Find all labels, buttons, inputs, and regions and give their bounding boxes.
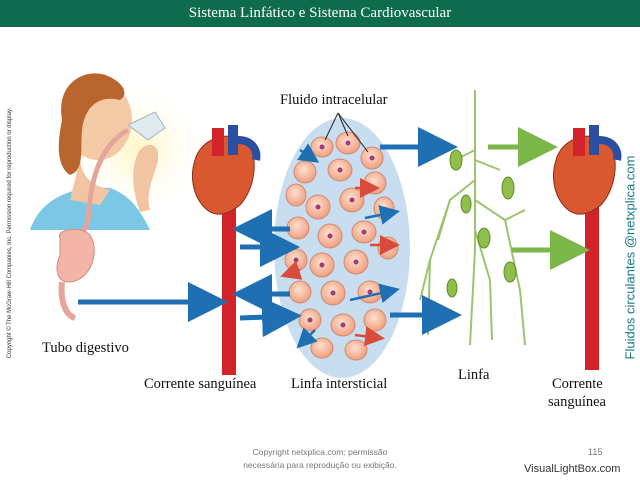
left-blood-vessel (222, 205, 236, 375)
woman-drinking-illustration (30, 73, 210, 230)
label-lymph: Linfa (458, 367, 490, 383)
label-bloodstream-right-1: Corrente (552, 376, 603, 392)
side-copyright-text: Copyright © The McGraw-Hill Companies, I… (7, 107, 13, 359)
side-watermark-text: Fluidos circulantes @netxplica.com (622, 155, 638, 360)
label-bloodstream-right-2: sanguínea (548, 394, 606, 410)
title-bar: Sistema Linfático e Sistema Cardiovascul… (0, 0, 640, 27)
flow-arrows (78, 127, 590, 338)
digestive-tract-illustration (56, 127, 130, 321)
footer-copyright: Copyright netxplica.com: permissão neces… (210, 446, 430, 472)
page-number: 115 (588, 447, 603, 457)
right-blood-vessel (585, 205, 599, 370)
diagram (30, 73, 622, 378)
intracellular-pointer-lines (324, 112, 369, 153)
label-digestive-tube: Tubo digestivo (42, 340, 129, 356)
label-interstitial-lymph: Linfa intersticial (291, 376, 388, 392)
lymph-vessels-illustration (419, 90, 526, 346)
label-intracellular-fluid: Fluido intracelular (280, 92, 388, 108)
interstitial-fluid-oval (274, 118, 410, 378)
right-heart-illustration (553, 125, 622, 215)
label-bloodstream-left: Corrente sanguínea (144, 376, 257, 392)
brand-link[interactable]: VisualLightBox.com (524, 463, 621, 475)
left-heart-illustration (192, 125, 261, 215)
footer-copyright-line2: necessária para reprodução ou exibição. (243, 460, 397, 470)
footer-copyright-line1: Copyright netxplica.com: permissão (252, 447, 388, 457)
inner-exchange-arrows (280, 143, 400, 349)
